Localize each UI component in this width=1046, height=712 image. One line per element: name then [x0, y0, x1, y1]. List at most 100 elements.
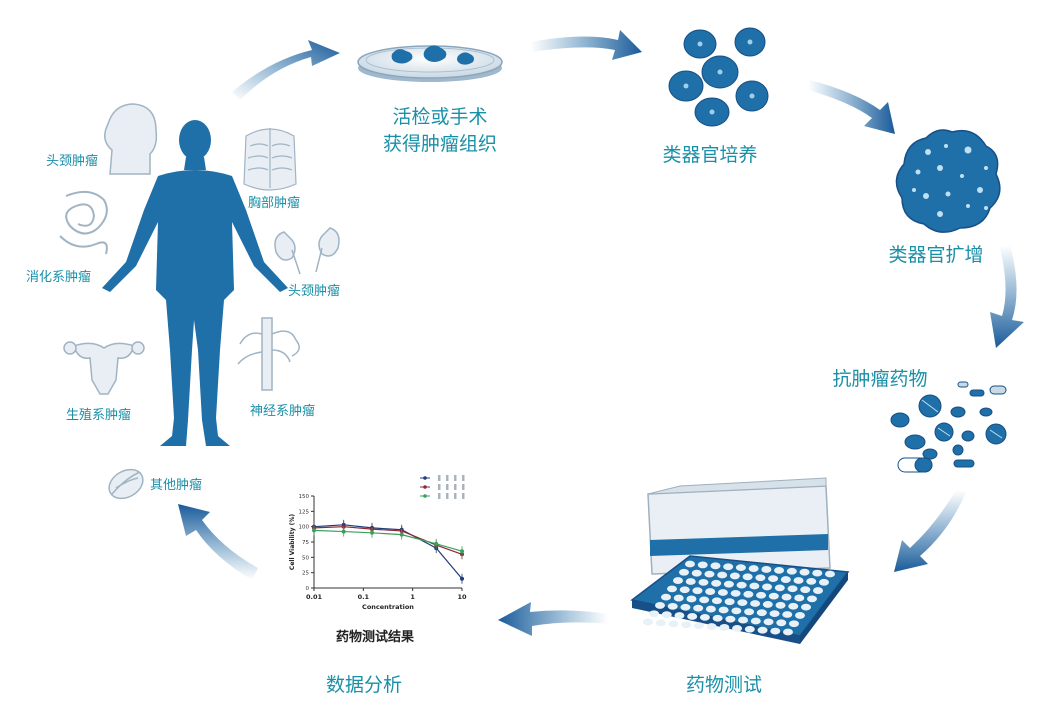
arrow-3 [808, 80, 895, 134]
drug-pills-icon [890, 381, 1007, 473]
data-point [434, 541, 439, 546]
y-tick-label: 0 [306, 586, 310, 592]
well [736, 581, 747, 589]
well [698, 578, 709, 586]
well [812, 569, 823, 577]
well [661, 611, 672, 619]
well [732, 624, 743, 632]
well [768, 592, 779, 600]
uterus-icon [63, 341, 145, 395]
well [748, 565, 759, 572]
data-point [460, 576, 464, 581]
well [711, 579, 722, 587]
well [756, 591, 767, 599]
well [705, 588, 716, 595]
arrow-4 [990, 245, 1024, 348]
well [750, 600, 761, 607]
well-plate-icon [630, 477, 850, 644]
organoid-cells-icon [668, 27, 769, 127]
well [668, 620, 679, 628]
well [763, 618, 774, 626]
well [786, 567, 797, 575]
well [685, 578, 696, 585]
well [679, 586, 690, 594]
arrow-5 [894, 490, 966, 572]
legend-glyph [446, 484, 449, 490]
arrow-2 [530, 30, 642, 60]
y-tick-label: 75 [302, 540, 309, 546]
muscle-icon [108, 468, 144, 500]
y-axis-label: Cell Viability (%) [289, 514, 296, 570]
well [800, 586, 811, 594]
well [699, 613, 710, 621]
arrow-6 [498, 602, 608, 636]
well [711, 597, 722, 605]
organ-nervous-label: 神经系肿瘤 [250, 404, 316, 419]
well [679, 568, 689, 576]
kidney-icon [274, 227, 340, 275]
well [735, 564, 746, 572]
well [762, 601, 773, 608]
well [743, 590, 754, 598]
head-profile-icon [104, 103, 158, 175]
well [782, 611, 793, 618]
well [781, 593, 792, 601]
well [693, 604, 704, 612]
well [795, 612, 805, 619]
well [737, 599, 748, 606]
data-point [370, 530, 375, 535]
series-line [313, 524, 463, 580]
legend-marker [423, 476, 427, 480]
x-tick-label: 1 [410, 593, 415, 601]
well [806, 577, 817, 585]
well [813, 587, 823, 594]
intestine-icon [59, 190, 108, 255]
well [775, 601, 786, 609]
legend-glyph [446, 475, 449, 481]
well [780, 576, 791, 583]
well [744, 608, 755, 616]
x-axis-label: Concentration [362, 603, 414, 611]
data-point [341, 529, 346, 534]
step-drugs-label: 抗肿瘤药物 [832, 368, 928, 390]
well [710, 562, 721, 570]
organ-head-neck-label: 头颈肿瘤 [46, 154, 99, 169]
well [783, 628, 793, 636]
well [794, 594, 805, 602]
y-tick-label: 50 [302, 555, 309, 561]
well [769, 610, 780, 618]
well [655, 619, 666, 627]
well [717, 589, 728, 596]
well [793, 577, 804, 584]
x-tick-label: 0.01 [306, 593, 323, 601]
well [692, 587, 703, 595]
well [757, 626, 768, 634]
well [725, 615, 736, 623]
arrow-7 [178, 504, 258, 580]
well [738, 616, 749, 624]
data-point [460, 549, 464, 554]
well [761, 566, 772, 573]
result-label: 药物测试结果 [336, 630, 415, 645]
well [774, 584, 785, 592]
human-body-icon [102, 120, 288, 446]
legend-glyph [454, 475, 457, 481]
y-tick-label: 100 [299, 525, 310, 531]
data-point [312, 528, 316, 533]
step-testing-label: 药物测试 [685, 674, 762, 696]
well [819, 578, 829, 586]
step-culture-label: 类器官培养 [662, 144, 758, 166]
legend-marker [423, 485, 427, 489]
series-line [313, 529, 463, 552]
ribcage-icon [243, 128, 297, 191]
x-tick-label: 0.1 [358, 593, 370, 601]
organ-reproductive-label: 生殖系肿瘤 [66, 408, 132, 423]
y-tick-label: 150 [299, 494, 310, 500]
legend-glyph [446, 493, 449, 499]
well [674, 612, 685, 619]
well [704, 570, 715, 578]
well [718, 606, 729, 614]
well [774, 566, 785, 574]
legend-glyph [454, 484, 457, 490]
